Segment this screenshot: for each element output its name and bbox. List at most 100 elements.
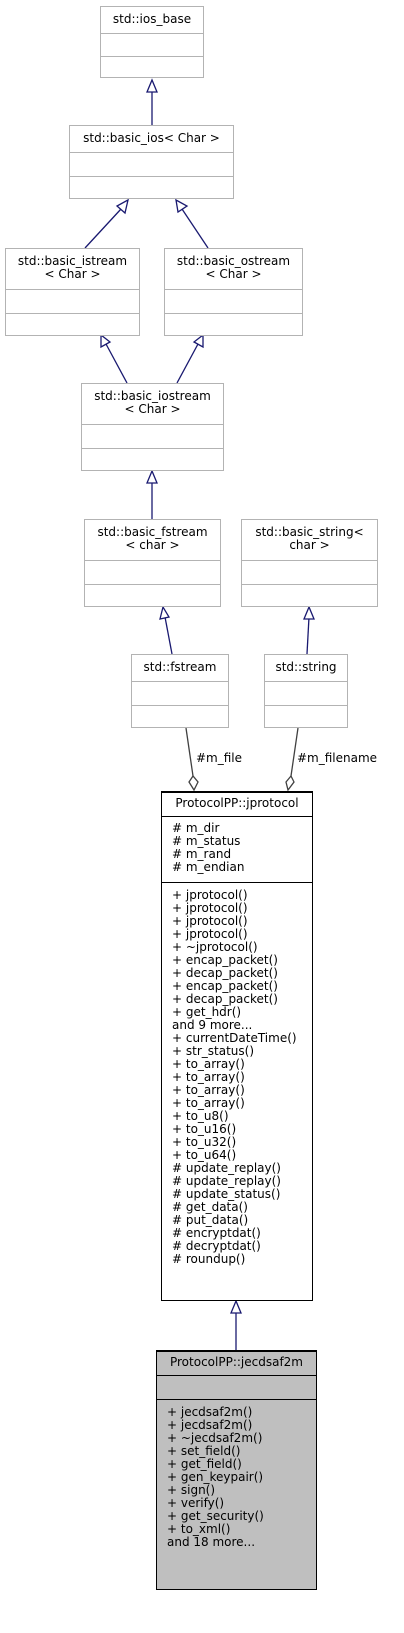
method-item: + get_hdr() <box>172 1005 242 1019</box>
class-title-line: std::string <box>275 660 337 674</box>
edge-basic-istream-to-basic-ios <box>84 208 122 249</box>
class-title-line: std::basic_ostream <box>176 254 291 268</box>
method-item: # update_replay() <box>172 1174 281 1188</box>
class-title: ProtocolPP::jecdsaf2m <box>157 1351 316 1375</box>
class-box-basic-istream[interactable]: std::basic_istream < Char > <box>5 248 140 336</box>
class-box-jecdsaf2m[interactable]: ProtocolPP::jecdsaf2m + jecdsaf2m() + je… <box>156 1350 317 1590</box>
class-title-line: < char > <box>125 538 180 552</box>
methods-section <box>165 313 302 337</box>
class-title-line: < Char > <box>124 402 181 416</box>
method-item: + to_array() <box>172 1070 245 1084</box>
class-title: std::basic_istream < Char > <box>6 249 139 289</box>
edge-string-to-basic-string <box>306 616 310 655</box>
class-box-fstream[interactable]: std::fstream <box>131 654 229 728</box>
method-item: + set_field() <box>167 1444 241 1458</box>
method-item: + currentDateTime() <box>172 1031 297 1045</box>
attributes-section <box>82 424 223 448</box>
edge-m-file <box>185 727 194 777</box>
arrow-basic-iostream <box>146 469 158 484</box>
method-item: # put_data() <box>172 1213 249 1227</box>
class-title: std::fstream <box>132 655 228 681</box>
class-box-jprotocol[interactable]: ProtocolPP::jprotocol # m_dir # m_status… <box>161 791 313 1301</box>
class-title-line: std::basic_ios< Char > <box>83 131 220 145</box>
methods-section <box>265 705 347 729</box>
method-item: + sign() <box>167 1483 216 1497</box>
attributes-section: # m_dir # m_status # m_rand # m_endian <box>162 816 312 882</box>
methods-section <box>6 313 139 337</box>
class-title-line: std::basic_string< <box>255 525 364 539</box>
arrow-basic-istream <box>100 333 112 349</box>
class-title-line: < Char > <box>205 267 262 281</box>
method-item: # get_data() <box>172 1200 248 1214</box>
class-title: ProtocolPP::jprotocol <box>162 792 312 816</box>
edge-fstream-to-basic-fstream <box>164 616 173 655</box>
methods-section <box>242 584 377 608</box>
class-title: std::basic_ostream < Char > <box>165 249 302 289</box>
method-item: + jprotocol() <box>172 914 248 928</box>
class-box-basic-string[interactable]: std::basic_string< char > <box>241 519 378 607</box>
methods-section <box>82 448 223 472</box>
methods-section <box>85 584 220 608</box>
arrow-basic-string <box>303 605 315 620</box>
method-item: + to_array() <box>172 1096 245 1110</box>
class-title-line: std::fstream <box>143 660 217 674</box>
arrow-basic-ios-right <box>175 198 189 214</box>
method-item: + ~jecdsaf2m() <box>167 1431 263 1445</box>
diamond-m-filename <box>285 774 295 792</box>
method-item: + str_status() <box>172 1044 254 1058</box>
class-title-line: char > <box>289 538 330 552</box>
arrow-basic-ios-left <box>115 198 129 215</box>
method-item: + to_u16() <box>172 1122 237 1136</box>
method-item: + verify() <box>167 1496 225 1510</box>
class-box-basic-fstream[interactable]: std::basic_fstream < char > <box>84 519 221 607</box>
attributes-section <box>242 560 377 584</box>
attribute-item: # m_status <box>172 834 241 848</box>
attributes-section <box>132 681 228 705</box>
class-title-line: < Char > <box>44 267 101 281</box>
method-item: + jecdsaf2m() <box>167 1405 253 1419</box>
methods-section: + jecdsaf2m() + jecdsaf2m() + ~jecdsaf2m… <box>157 1399 316 1589</box>
class-title: std::basic_iostream < Char > <box>82 384 223 424</box>
arrow-basic-ostream <box>192 333 204 349</box>
attributes-section <box>265 681 347 705</box>
method-item: + jprotocol() <box>172 927 248 941</box>
class-title: std::basic_string< char > <box>242 520 377 560</box>
attributes-section <box>85 560 220 584</box>
class-box-basic-iostream[interactable]: std::basic_iostream < Char > <box>81 383 224 471</box>
attributes-section <box>70 152 233 176</box>
method-item: + jprotocol() <box>172 901 248 915</box>
method-item: + jecdsaf2m() <box>167 1418 253 1432</box>
method-item: # update_replay() <box>172 1161 281 1175</box>
class-box-string[interactable]: std::string <box>264 654 348 728</box>
class-box-ios-base[interactable]: std::ios_base <box>100 6 204 78</box>
edge-m-filename <box>290 727 299 777</box>
method-item: + encap_packet() <box>172 953 278 967</box>
method-item: # roundup() <box>172 1252 246 1266</box>
arrow-basic-fstream <box>159 605 171 620</box>
class-title-line: std::basic_iostream <box>94 389 211 403</box>
method-item: + to_u32() <box>172 1135 237 1149</box>
class-title: std::ios_base <box>101 7 203 33</box>
class-box-basic-ostream[interactable]: std::basic_ostream < Char > <box>164 248 303 336</box>
edge-basic-iostream-to-basic-istream <box>105 343 128 384</box>
class-box-basic-ios[interactable]: std::basic_ios< Char > <box>69 125 234 199</box>
method-item: + to_u8() <box>172 1109 229 1123</box>
method-item: + decap_packet() <box>172 992 278 1006</box>
more-methods-link[interactable]: and 18 more... <box>167 1535 256 1549</box>
methods-section <box>132 705 228 729</box>
method-item: + ~jprotocol() <box>172 940 258 954</box>
attributes-section <box>6 289 139 313</box>
method-item: # encryptdat() <box>172 1226 261 1240</box>
methods-section <box>101 56 203 79</box>
method-item: + get_security() <box>167 1509 264 1523</box>
method-item: + gen_keypair() <box>167 1470 264 1484</box>
class-title-line: ProtocolPP::jecdsaf2m <box>169 1355 303 1369</box>
arrow-ios-base <box>146 78 158 93</box>
method-item: # decryptdat() <box>172 1239 261 1253</box>
class-title: std::basic_ios< Char > <box>70 126 233 152</box>
diamond-m-file <box>188 774 199 792</box>
method-item: + to_array() <box>172 1057 245 1071</box>
more-methods-link[interactable]: and 9 more... <box>172 1018 253 1032</box>
methods-section: + jprotocol() + jprotocol() + jprotocol(… <box>162 882 312 1300</box>
